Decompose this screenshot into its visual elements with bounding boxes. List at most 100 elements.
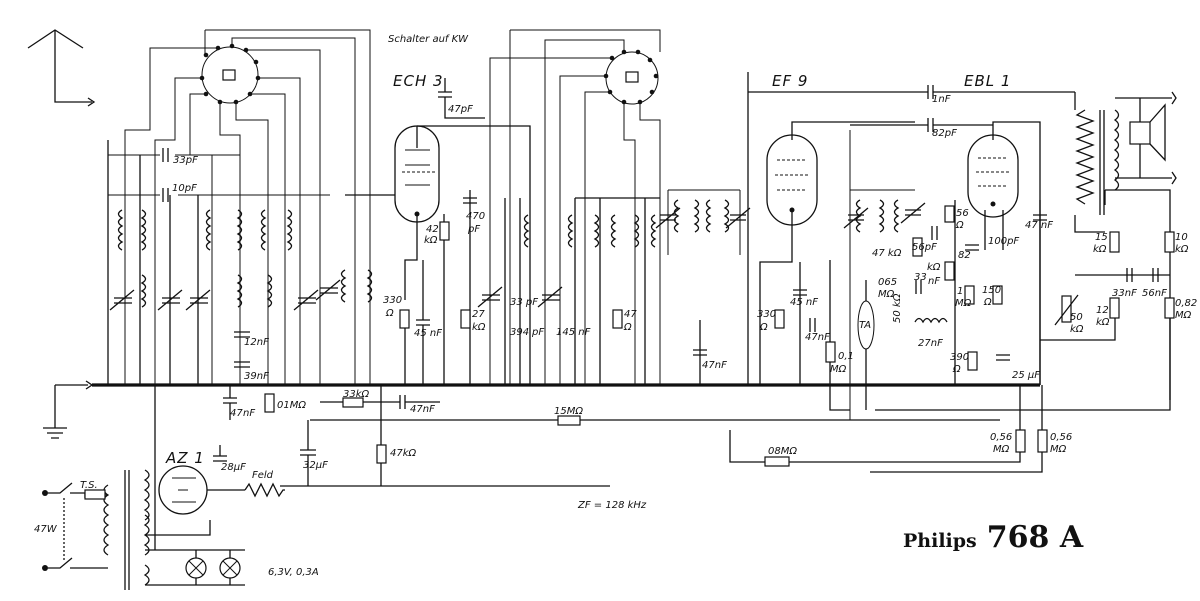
cap-10pf <box>162 188 169 202</box>
svg-text:MΩ: MΩ <box>955 298 972 309</box>
svg-text:47nF: 47nF <box>410 404 435 415</box>
svg-text:kΩ: kΩ <box>1093 244 1107 255</box>
svg-text:45 nF: 45 nF <box>414 328 442 339</box>
ground-symbol <box>43 385 67 439</box>
svg-text:12: 12 <box>1096 305 1109 316</box>
svg-text:47: 47 <box>230 408 243 419</box>
band-switch-1 <box>124 29 371 385</box>
svg-text:0,56: 0,56 <box>1050 432 1072 443</box>
svg-text:45 nF: 45 nF <box>790 297 818 308</box>
cap-39nf <box>234 361 250 368</box>
svg-text:82: 82 <box>958 250 971 261</box>
svg-text:47: 47 <box>624 309 637 320</box>
svg-text:330: 330 <box>383 295 402 306</box>
svg-text:47kΩ: 47kΩ <box>390 448 417 459</box>
svg-text:MΩ: MΩ <box>1175 310 1192 321</box>
svg-text:33kΩ: 33kΩ <box>343 389 370 400</box>
svg-text:kΩ: kΩ <box>1096 317 1110 328</box>
svg-text:47nF: 47nF <box>805 332 830 343</box>
svg-text:10pF: 10pF <box>172 183 197 194</box>
svg-text:27nF: 27nF <box>918 338 943 349</box>
ground-bus <box>55 380 1040 390</box>
ef9-label: EF 9 <box>772 72 808 90</box>
svg-text:MΩ: MΩ <box>878 289 895 300</box>
field-coil <box>244 482 285 498</box>
tube-az1 <box>158 465 245 515</box>
svg-text:150: 150 <box>982 285 1001 296</box>
svg-text:33: 33 <box>914 272 927 283</box>
svg-text:nF: nF <box>928 276 940 287</box>
svg-text:47 kΩ: 47 kΩ <box>872 248 902 259</box>
svg-text:10: 10 <box>1175 232 1188 243</box>
svg-text:Ω: Ω <box>385 308 394 319</box>
svg-text:TA: TA <box>859 320 871 331</box>
svg-text:330: 330 <box>757 309 776 320</box>
cap-33pf <box>162 148 169 162</box>
svg-text:25 μF: 25 μF <box>1012 370 1040 381</box>
cap-12nf <box>234 331 250 338</box>
switch-note: Schalter auf KW <box>388 34 469 45</box>
svg-text:kΩ: kΩ <box>1070 324 1084 335</box>
svg-text:1: 1 <box>957 286 963 297</box>
svg-text:15: 15 <box>1095 232 1108 243</box>
svg-text:470: 470 <box>466 211 485 222</box>
svg-text:Ω: Ω <box>759 322 768 333</box>
pilot-lamps <box>145 385 245 586</box>
pickup-input <box>857 280 875 410</box>
svg-text:50 kΩ: 50 kΩ <box>892 293 903 323</box>
svg-text:0,56: 0,56 <box>990 432 1012 443</box>
res-42k <box>439 221 450 241</box>
svg-text:Ω: Ω <box>623 322 632 333</box>
svg-text:Ω: Ω <box>952 364 961 375</box>
svg-text:42: 42 <box>426 224 439 235</box>
svg-text:MΩ: MΩ <box>1050 444 1067 455</box>
mains-input <box>42 482 108 571</box>
power-transformer <box>103 469 150 590</box>
svg-text:12nF: 12nF <box>244 337 269 348</box>
svg-text:394: 394 <box>510 327 529 338</box>
svg-text:kΩ: kΩ <box>472 322 486 333</box>
svg-text:kΩ: kΩ <box>424 235 438 246</box>
ebl1-label: EBL 1 <box>964 72 1011 90</box>
if-transformer-1 <box>655 189 751 255</box>
svg-text:MΩ: MΩ <box>993 444 1010 455</box>
svg-text:33 pF: 33 pF <box>510 297 538 308</box>
ech3-label: ECH 3 <box>393 72 444 90</box>
svg-text:100pF: 100pF <box>988 236 1019 247</box>
band-switch-2 <box>489 29 661 385</box>
svg-text:390: 390 <box>950 352 969 363</box>
tube-ech3 <box>345 125 531 385</box>
svg-text:32μF: 32μF <box>303 460 328 471</box>
az1-label: AZ 1 <box>165 449 205 467</box>
svg-text:pF: pF <box>467 224 480 235</box>
svg-text:33pF: 33pF <box>173 155 198 166</box>
svg-text:47W: 47W <box>34 524 58 535</box>
svg-text:0,1: 0,1 <box>838 351 854 362</box>
svg-text:33nF: 33nF <box>1112 288 1137 299</box>
svg-text:27: 27 <box>472 309 485 320</box>
svg-text:kΩ: kΩ <box>1175 244 1189 255</box>
svg-text:nF: nF <box>243 408 255 419</box>
svg-text:08MΩ: 08MΩ <box>768 446 797 457</box>
svg-text:065: 065 <box>878 277 897 288</box>
svg-text:Ω: Ω <box>983 297 992 308</box>
svg-text:Ω: Ω <box>955 220 964 231</box>
svg-text:kΩ: kΩ <box>927 262 941 273</box>
svg-text:28μF: 28μF <box>221 462 246 473</box>
svg-text:T.S.: T.S. <box>80 480 98 491</box>
output-transformer <box>1074 92 1120 233</box>
svg-text:50: 50 <box>1070 312 1083 323</box>
svg-text:47 nF: 47 nF <box>1025 220 1053 231</box>
if-transformer-2 <box>843 130 926 420</box>
svg-text:56: 56 <box>956 208 969 219</box>
svg-text:47pF: 47pF <box>448 104 473 115</box>
svg-text:0,82: 0,82 <box>1175 298 1197 309</box>
svg-text:6,3V, 0,3A: 6,3V, 0,3A <box>268 567 319 578</box>
svg-text:15MΩ: 15MΩ <box>554 406 583 417</box>
brand-model: 768 A <box>986 520 1084 555</box>
svg-text:145 nF: 145 nF <box>556 327 591 338</box>
svg-text:39nF: 39nF <box>244 371 269 382</box>
svg-text:47nF: 47nF <box>702 360 727 371</box>
